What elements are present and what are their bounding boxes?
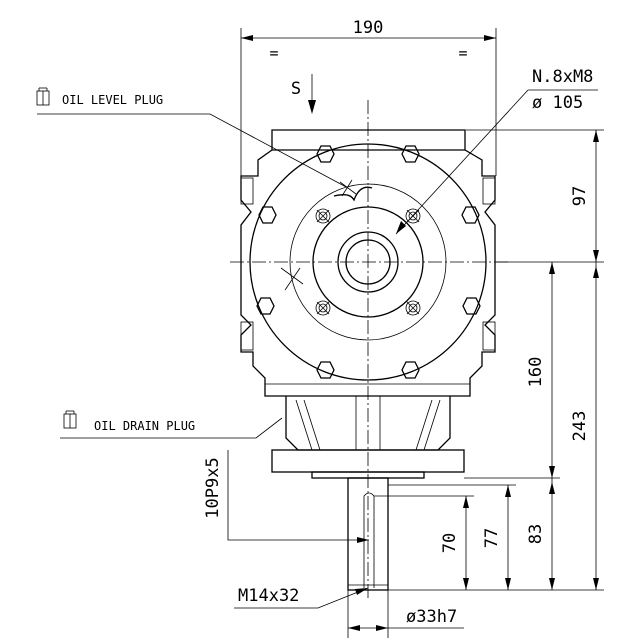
oil-level-plug-icon <box>36 87 50 106</box>
hex-bolt-bottom-left <box>316 361 335 379</box>
tapped-hole-3 <box>315 300 331 316</box>
oil-level-plug-cross-2 <box>341 179 353 197</box>
cross-mark-2 <box>284 267 301 291</box>
left-lower-ear <box>240 321 254 351</box>
thread-callout: M14x32 <box>234 586 369 609</box>
tapped-holes <box>315 208 421 316</box>
hex-bolt-top-left <box>316 145 335 163</box>
rib-left-2 <box>303 399 321 451</box>
thread-label: M14x32 <box>238 586 299 606</box>
dimension-77-label: 77 <box>482 528 502 548</box>
housing-body-outline <box>240 149 496 397</box>
dimension-160-label: 160 <box>526 357 546 388</box>
dimension-83-label: 83 <box>526 524 546 544</box>
dimension-190-label: 190 <box>353 18 384 38</box>
left-upper-ear <box>240 177 254 205</box>
oil-drain-plug-label: OIL DRAIN PLUG <box>94 419 195 433</box>
shaft-body <box>347 477 389 591</box>
shaft-keyway <box>363 492 375 588</box>
bolt-spec-label: N.8xM8 <box>532 67 593 87</box>
tapped-hole-4 <box>405 300 421 316</box>
dimension-243: 243 <box>388 262 604 591</box>
housing-top-lip <box>271 129 466 150</box>
hex-bolt-bottom-right <box>401 361 420 379</box>
dimension-190: 190 = = <box>240 18 497 176</box>
hex-bolts <box>256 145 481 379</box>
equal-right-label: = <box>458 44 467 62</box>
dimension-70: 70 <box>374 495 474 590</box>
dimension-83: 83 <box>526 478 555 590</box>
bolt-circle-label: ø 105 <box>532 93 583 113</box>
keyway-label: 10P9x5 <box>203 457 223 518</box>
lower-flange-assembly <box>271 396 465 479</box>
dimension-243-label: 243 <box>570 411 590 442</box>
hex-bolt-low-right <box>462 297 481 315</box>
oil-drain-plug-icon <box>63 410 77 429</box>
gearbox-housing <box>240 129 496 397</box>
keyway-callout: 10P9x5 <box>203 450 369 543</box>
view-arrow-s: S <box>291 74 316 114</box>
hex-bolt-top-right <box>401 145 420 163</box>
bolt-ring-circle <box>312 206 424 318</box>
housing-outer-circle <box>249 143 487 381</box>
dimension-97-label: 97 <box>570 186 590 206</box>
view-letter: S <box>291 79 301 99</box>
hex-bolt-mid-right <box>461 206 480 224</box>
dimension-70-label: 70 <box>440 533 460 553</box>
oil-level-notch <box>333 186 373 202</box>
tapped-hole-1 <box>315 208 331 224</box>
shaft-diameter-dimension: ø33h7 <box>347 590 464 638</box>
hex-bolt-low-left <box>256 297 275 315</box>
shaft-diameter-label: ø33h7 <box>406 607 457 627</box>
rib-right <box>423 399 441 451</box>
oil-level-plug-label: OIL LEVEL PLUG <box>62 93 163 107</box>
oil-drain-plug-callout: OIL DRAIN PLUG <box>60 410 283 439</box>
oil-level-plug-callout: OIL LEVEL PLUG <box>36 87 349 189</box>
cross-mark-1 <box>280 267 304 285</box>
rib-left <box>295 399 313 451</box>
hex-bolt-mid-left <box>258 206 277 224</box>
right-upper-ear <box>482 177 496 205</box>
rib-right-2 <box>415 399 433 451</box>
dimension-97: 97 <box>466 129 604 263</box>
hub-circle <box>337 231 399 293</box>
output-shaft <box>347 477 389 591</box>
equal-left-label: = <box>269 44 278 62</box>
bolt-spec-callout: N.8xM8 ø 105 <box>395 67 598 235</box>
dimension-77: 77 <box>388 484 516 590</box>
housing-flange-circle <box>289 183 447 341</box>
shaft-bore-circle <box>345 239 391 285</box>
dimension-160: 160 <box>464 262 560 479</box>
right-lower-ear <box>482 321 496 351</box>
